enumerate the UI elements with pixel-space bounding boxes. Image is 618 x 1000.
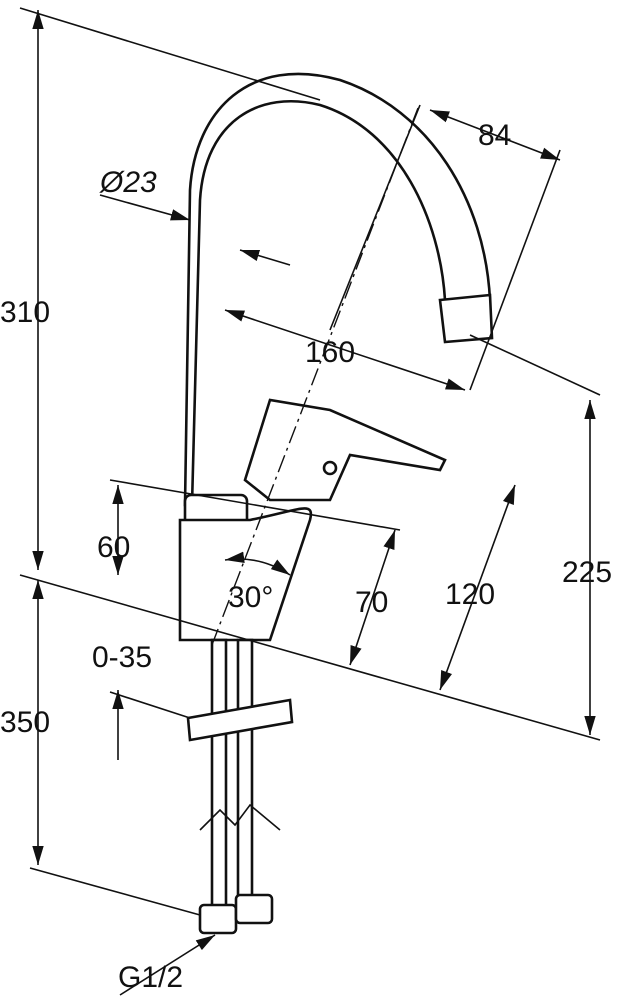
dim-310: 310 [0, 296, 50, 329]
dim-350: 350 [0, 706, 50, 739]
dim-225: 225 [562, 556, 612, 589]
faucet-outline [178, 72, 494, 935]
dim-120: 120 [445, 578, 495, 611]
dimension-lines [19, 7, 601, 996]
dimension-labels: 84 Ø23 310 160 225 60 30° 70 120 0-35 35… [0, 119, 612, 994]
dim-70: 70 [355, 586, 388, 619]
dim-60: 60 [97, 531, 130, 564]
dim-g-1-2: G1/2 [118, 961, 183, 994]
dim-84: 84 [478, 119, 511, 152]
dim-diameter-23: Ø23 [99, 166, 157, 199]
dim-0-35: 0-35 [92, 641, 152, 674]
dim-30-degree: 30° [228, 581, 273, 614]
dim-160: 160 [305, 336, 355, 369]
